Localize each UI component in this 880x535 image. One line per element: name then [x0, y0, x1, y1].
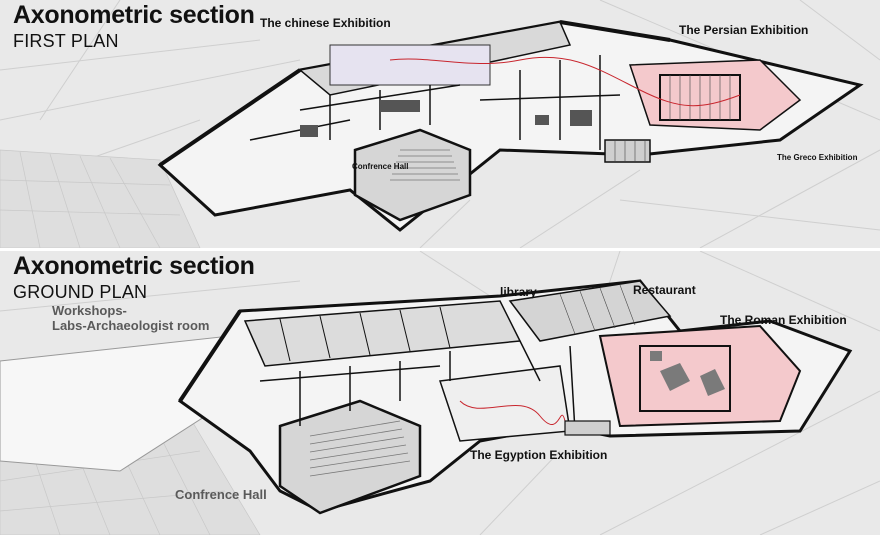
label-workshops: Workshops- Labs-Archaeologist room — [52, 303, 210, 334]
label-conference-hall-first: Confrence Hall — [352, 162, 409, 171]
ground-plan-title: Axonometric section — [13, 252, 255, 280]
ground-plan-panel: Axonometric section GROUND PLAN Workshop… — [0, 251, 880, 535]
first-plan-subtitle: FIRST PLAN — [13, 31, 119, 51]
label-roman-exhibition: The Roman Exhibition — [720, 313, 847, 327]
ground-plan-drawing — [0, 251, 880, 535]
ground-plan-subtitle: GROUND PLAN — [13, 282, 148, 302]
first-plan-title: Axonometric section — [13, 1, 255, 29]
label-restaurant: Restaurant — [633, 283, 696, 297]
building-first — [157, 20, 864, 232]
first-plan-drawing — [0, 0, 880, 248]
building-ground — [177, 279, 853, 515]
label-library: library — [500, 285, 537, 299]
label-persian-exhibition: The Persian Exhibition — [679, 23, 809, 37]
first-plan-panel: Axonometric section FIRST PLAN The chine… — [0, 0, 880, 248]
ground-grid — [0, 149, 201, 248]
label-workshops-line2: Labs-Archaeologist room — [52, 317, 210, 333]
label-workshops-line1: Workshops- — [52, 303, 127, 318]
label-egyptian-exhibition: The Egyption Exhibition — [470, 448, 608, 462]
label-greco-exhibition: The Greco Exhibition — [777, 153, 858, 162]
label-chinese-exhibition: The chinese Exhibition — [260, 16, 391, 30]
label-conference-hall-ground: Confrence Hall — [175, 487, 267, 502]
panel-divider — [0, 248, 880, 251]
